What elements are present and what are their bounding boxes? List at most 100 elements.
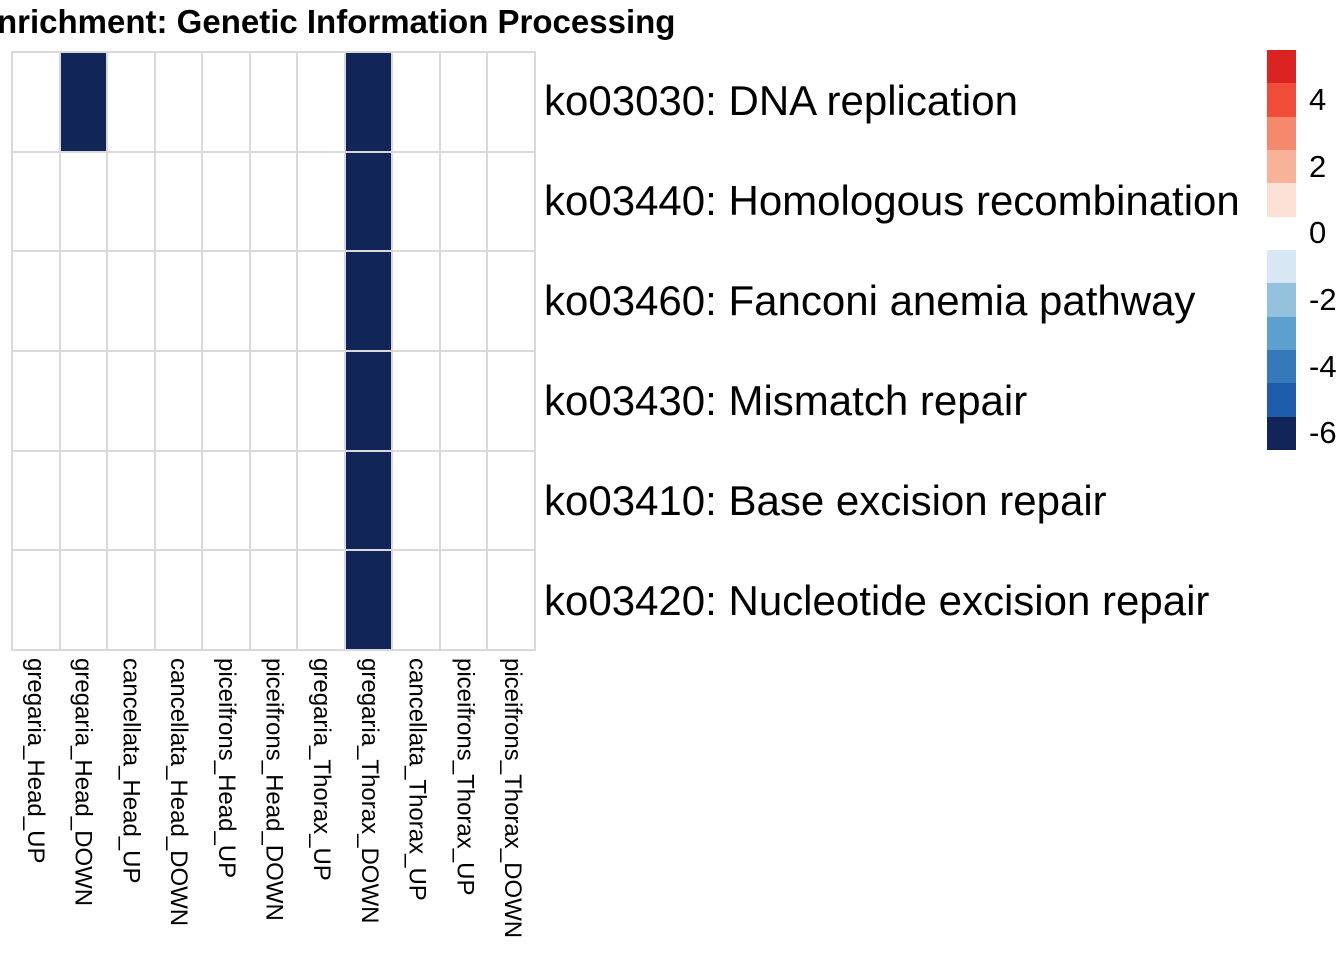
heatmap-cell — [60, 152, 107, 251]
heatmap-cell — [345, 551, 392, 649]
column-label: cancellata_Thorax_UP — [403, 658, 431, 901]
heatmap-grid — [11, 51, 536, 651]
column-label: piceifrons_Head_DOWN — [260, 658, 288, 921]
colorbar-segment — [1267, 116, 1296, 150]
heatmap-cell — [108, 53, 154, 151]
colorbar-segment — [1267, 383, 1296, 417]
heatmap-cell — [393, 252, 439, 350]
heatmap-cell — [440, 351, 487, 450]
colorbar-tick-label: -6 — [1309, 415, 1337, 451]
heatmap-cell — [393, 53, 439, 151]
heatmap-cell — [250, 53, 297, 151]
heatmap-cell — [298, 152, 344, 251]
heatmap-cell — [155, 451, 202, 550]
colorbar-segment — [1267, 50, 1296, 84]
heatmap-cell — [60, 252, 107, 350]
heatmap-cell — [250, 551, 297, 649]
heatmap-cell — [60, 451, 107, 550]
heatmap-cell — [488, 451, 534, 550]
column-label: piceifrons_Thorax_UP — [451, 658, 479, 896]
colorbar-segment — [1267, 316, 1296, 350]
heatmap-cell — [60, 53, 107, 151]
colorbar-segment — [1267, 149, 1296, 184]
heatmap-cell — [440, 152, 487, 251]
heatmap-cell — [440, 451, 487, 550]
heatmap-cell — [488, 53, 534, 151]
heatmap-cell — [203, 152, 249, 251]
heatmap-cell — [393, 152, 439, 251]
heatmap-cell — [108, 351, 154, 450]
row-label: ko03440: Homologous recombination — [544, 177, 1240, 224]
colorbar-tick-label: -2 — [1309, 282, 1337, 317]
heatmap-cell — [155, 351, 202, 450]
heatmap-cell — [298, 53, 344, 151]
colorbar-segment — [1267, 216, 1296, 250]
heatmap-cell — [298, 451, 344, 550]
heatmap-cell — [155, 551, 202, 649]
heatmap-cell — [250, 152, 297, 251]
colorbar-segment — [1267, 83, 1296, 117]
row-label: ko03430: Mismatch repair — [544, 377, 1028, 424]
heatmap-cell — [250, 252, 297, 350]
column-label: cancellata_Head_UP — [117, 658, 145, 884]
heatmap-cell — [108, 152, 154, 251]
column-label: cancellata_Head_DOWN — [165, 658, 193, 927]
heatmap-cell — [13, 351, 59, 450]
heatmap-cell — [393, 551, 439, 649]
colorbar-segment — [1267, 183, 1296, 217]
column-label: gregaria_Head_DOWN — [69, 658, 97, 907]
heatmap-cell — [250, 451, 297, 550]
heatmap-cell — [155, 252, 202, 350]
colorbar-segment — [1267, 249, 1296, 284]
heatmap-cell — [108, 252, 154, 350]
heatmap-cell — [108, 551, 154, 649]
heatmap-cell — [60, 551, 107, 649]
colorbar-tick-label: -4 — [1309, 348, 1337, 384]
heatmap-cell — [440, 252, 487, 350]
heatmap-cell — [345, 351, 392, 450]
heatmap-cell — [203, 53, 249, 151]
colorbar-segment — [1267, 349, 1296, 384]
column-label: piceifrons_Head_UP — [212, 658, 240, 879]
heatmap-cell — [13, 152, 59, 251]
heatmap-cell — [60, 351, 107, 450]
heatmap-cell — [488, 152, 534, 251]
heatmap-cell — [108, 451, 154, 550]
row-label: ko03030: DNA replication — [544, 77, 1018, 124]
heatmap-cell — [250, 351, 297, 450]
colorbar-tick-label: 4 — [1309, 82, 1327, 117]
heatmap-cell — [155, 53, 202, 151]
heatmap-cell — [393, 351, 439, 450]
column-label: gregaria_Thorax_DOWN — [355, 658, 383, 924]
heatmap-cell — [13, 252, 59, 350]
colorbar-legend — [1267, 50, 1296, 450]
heatmap-cell — [13, 451, 59, 550]
column-label: gregaria_Thorax_UP — [308, 658, 336, 881]
colorbar-segment — [1267, 416, 1296, 450]
heatmap-cell — [488, 252, 534, 350]
heatmap-cell — [440, 551, 487, 649]
row-label: ko03420: Nucleotide excision repair — [544, 577, 1210, 624]
heatmap-cell — [203, 551, 249, 649]
heatmap-cell — [345, 451, 392, 550]
heatmap-cell — [13, 53, 59, 151]
heatmap-cell — [345, 152, 392, 251]
heatmap-cell — [298, 551, 344, 649]
heatmap-cell — [488, 551, 534, 649]
colorbar-tick-label: 2 — [1309, 148, 1327, 184]
colorbar-tick-label: 0 — [1309, 215, 1327, 251]
column-label: piceifrons_Thorax_DOWN — [499, 658, 527, 939]
heatmap-cell — [345, 252, 392, 350]
heatmap-cell — [203, 451, 249, 550]
heatmap-cell — [345, 53, 392, 151]
heatmap-cell — [298, 252, 344, 350]
heatmap-cell — [393, 451, 439, 550]
heatmap-cell — [203, 351, 249, 450]
column-label: gregaria_Head_UP — [21, 658, 49, 864]
row-label: ko03410: Base excision repair — [544, 477, 1107, 524]
heatmap-cell — [155, 152, 202, 251]
chart-title: nrichment: Genetic Information Processin… — [0, 3, 676, 40]
colorbar-segment — [1267, 283, 1296, 317]
heatmap-cell — [488, 351, 534, 450]
